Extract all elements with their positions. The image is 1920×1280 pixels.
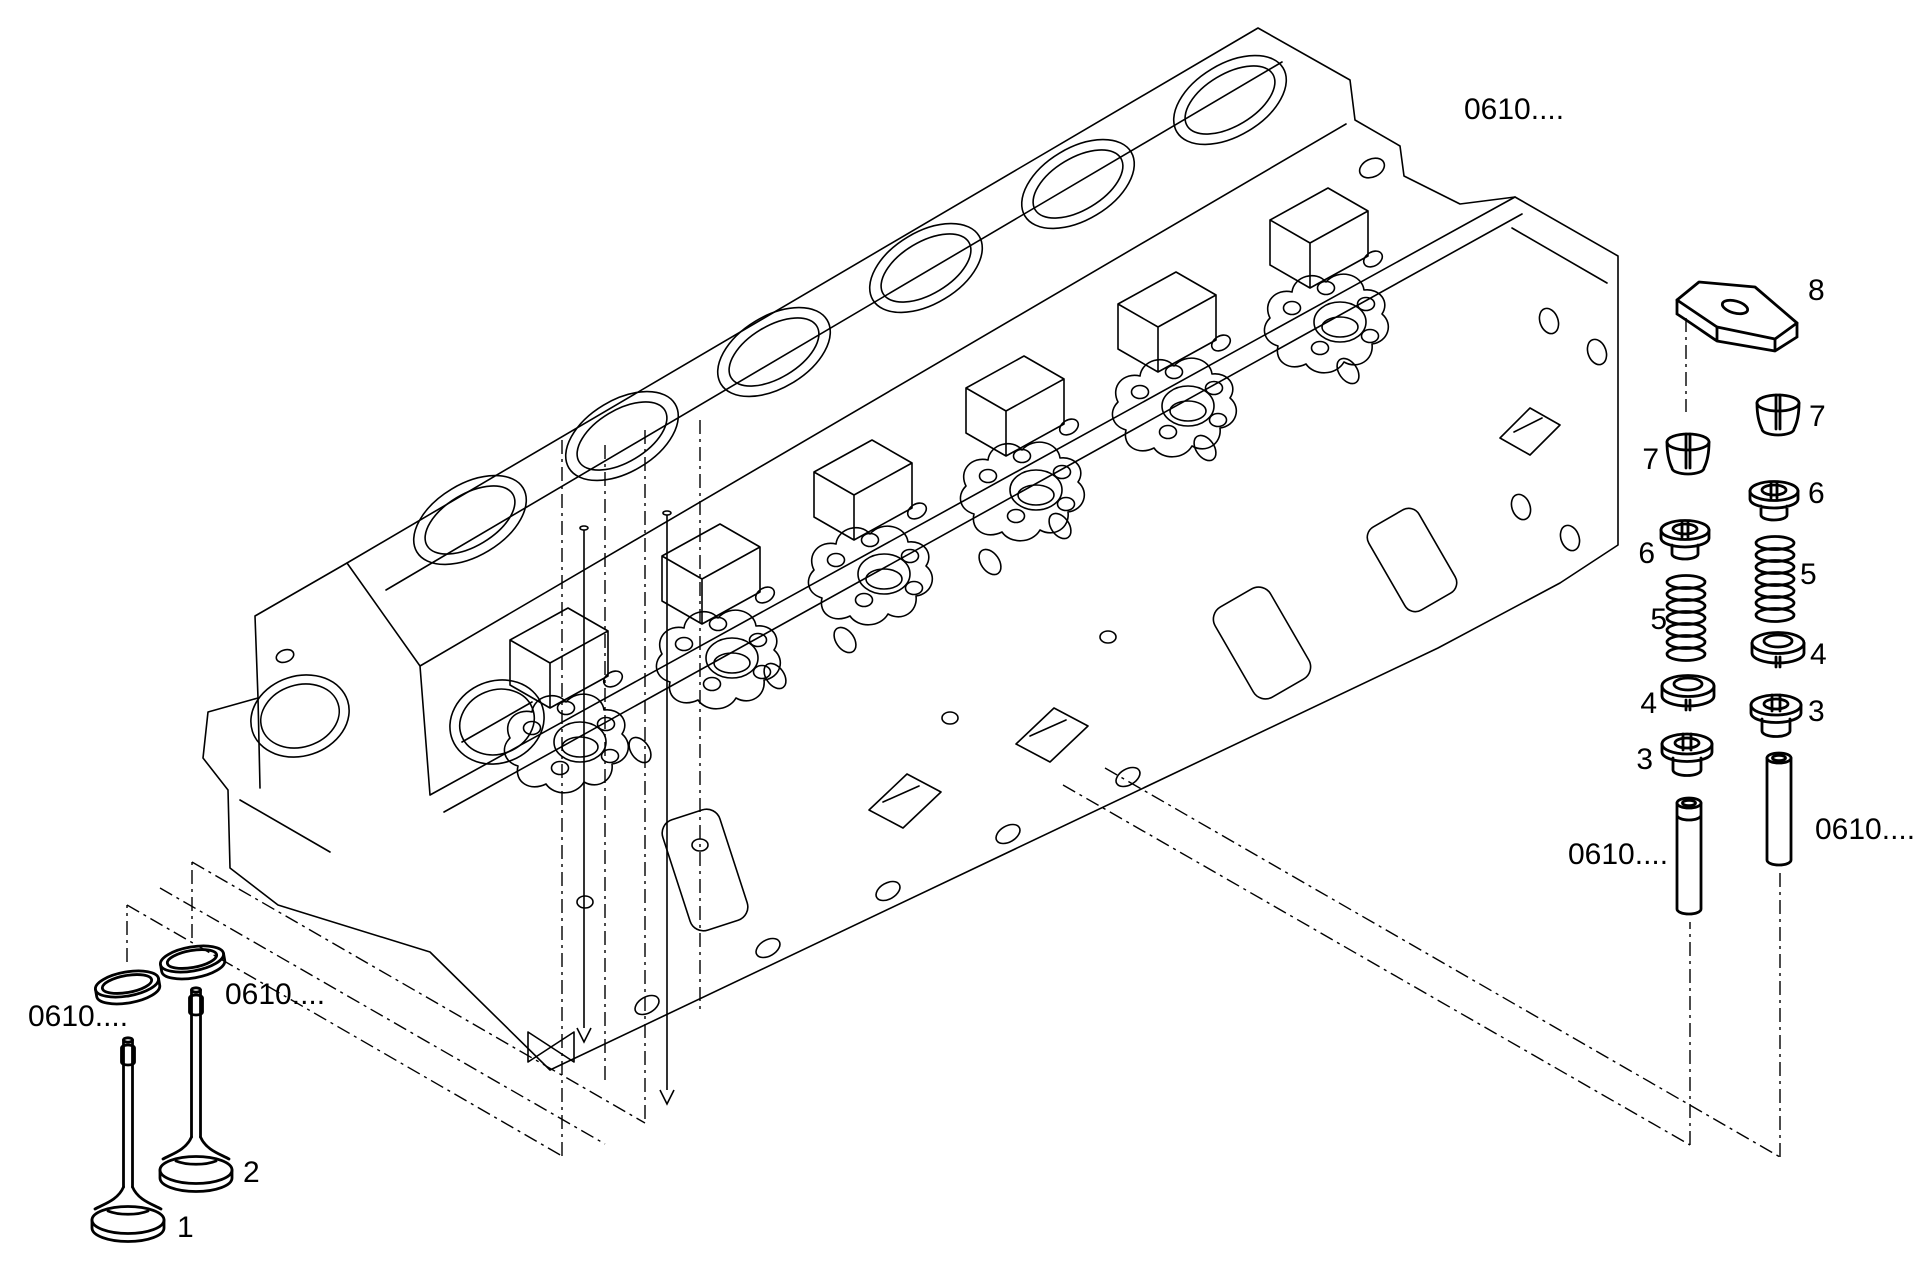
callout-5-right: 5: [1800, 558, 1817, 591]
cylinder-head-drawing: [202, 27, 1619, 1071]
valve-1: [90, 1036, 166, 1243]
guide-ref-label-left: 0610....: [1568, 838, 1668, 871]
part-3-stem-seal-right: [1749, 693, 1803, 738]
part-6-retainer-right: [1748, 480, 1800, 522]
callout-1: 1: [177, 1211, 194, 1244]
part-8-bridge: [1675, 280, 1799, 353]
valve-guide-left: [1675, 796, 1703, 916]
callout-4-left: 4: [1640, 687, 1657, 720]
part-5-spring-right: [1754, 535, 1796, 623]
cylinder-module: [1157, 36, 1390, 374]
callout-4-right: 4: [1810, 638, 1827, 671]
callout-2: 2: [243, 1156, 260, 1189]
part-7-collet-right: [1755, 393, 1801, 437]
seat-ref-label-right: 0610....: [225, 978, 325, 1011]
front-face-features: [527, 357, 1458, 1063]
left-end-ports: [250, 648, 545, 765]
part-4-spring-seat-left: [1660, 674, 1716, 712]
callout-7-right: 7: [1809, 400, 1826, 433]
callout-3-right: 3: [1808, 695, 1825, 728]
arrow-icon: [576, 1027, 675, 1106]
head-ref-label: 0610....: [1464, 93, 1564, 126]
guide-ref-label-right: 0610....: [1815, 813, 1915, 846]
cylinder-module: [1005, 120, 1238, 458]
callout-5-left: 5: [1650, 603, 1667, 636]
cylinder-module: [397, 456, 630, 794]
part-7-collet-left: [1665, 432, 1711, 476]
valve-guide-right: [1765, 751, 1793, 867]
part-4-spring-seat-right: [1750, 631, 1806, 669]
part-5-spring-left: [1665, 574, 1707, 662]
callout-6-right: 6: [1808, 477, 1825, 510]
leader-lines: [126, 318, 1781, 1158]
part-6-retainer-left: [1659, 519, 1711, 561]
cylinder-module: [853, 204, 1086, 542]
head-outline: [202, 27, 1619, 1071]
valve-seat-ring-right: [157, 940, 229, 985]
valve-axes: [561, 420, 701, 1156]
callout-3-left: 3: [1636, 743, 1653, 776]
part-3-stem-seal-left: [1660, 732, 1714, 777]
callout-8: 8: [1808, 274, 1825, 307]
seat-ref-label-left: 0610....: [28, 1000, 128, 1033]
valve-2: [158, 986, 234, 1193]
callout-6-left: 6: [1638, 537, 1655, 570]
callout-7-left: 7: [1642, 443, 1659, 476]
valve-parts-group: [90, 940, 234, 1243]
cylinder-module: [701, 288, 934, 626]
valve-train-stacks: [1659, 280, 1806, 916]
right-end-features: [1358, 157, 1608, 552]
